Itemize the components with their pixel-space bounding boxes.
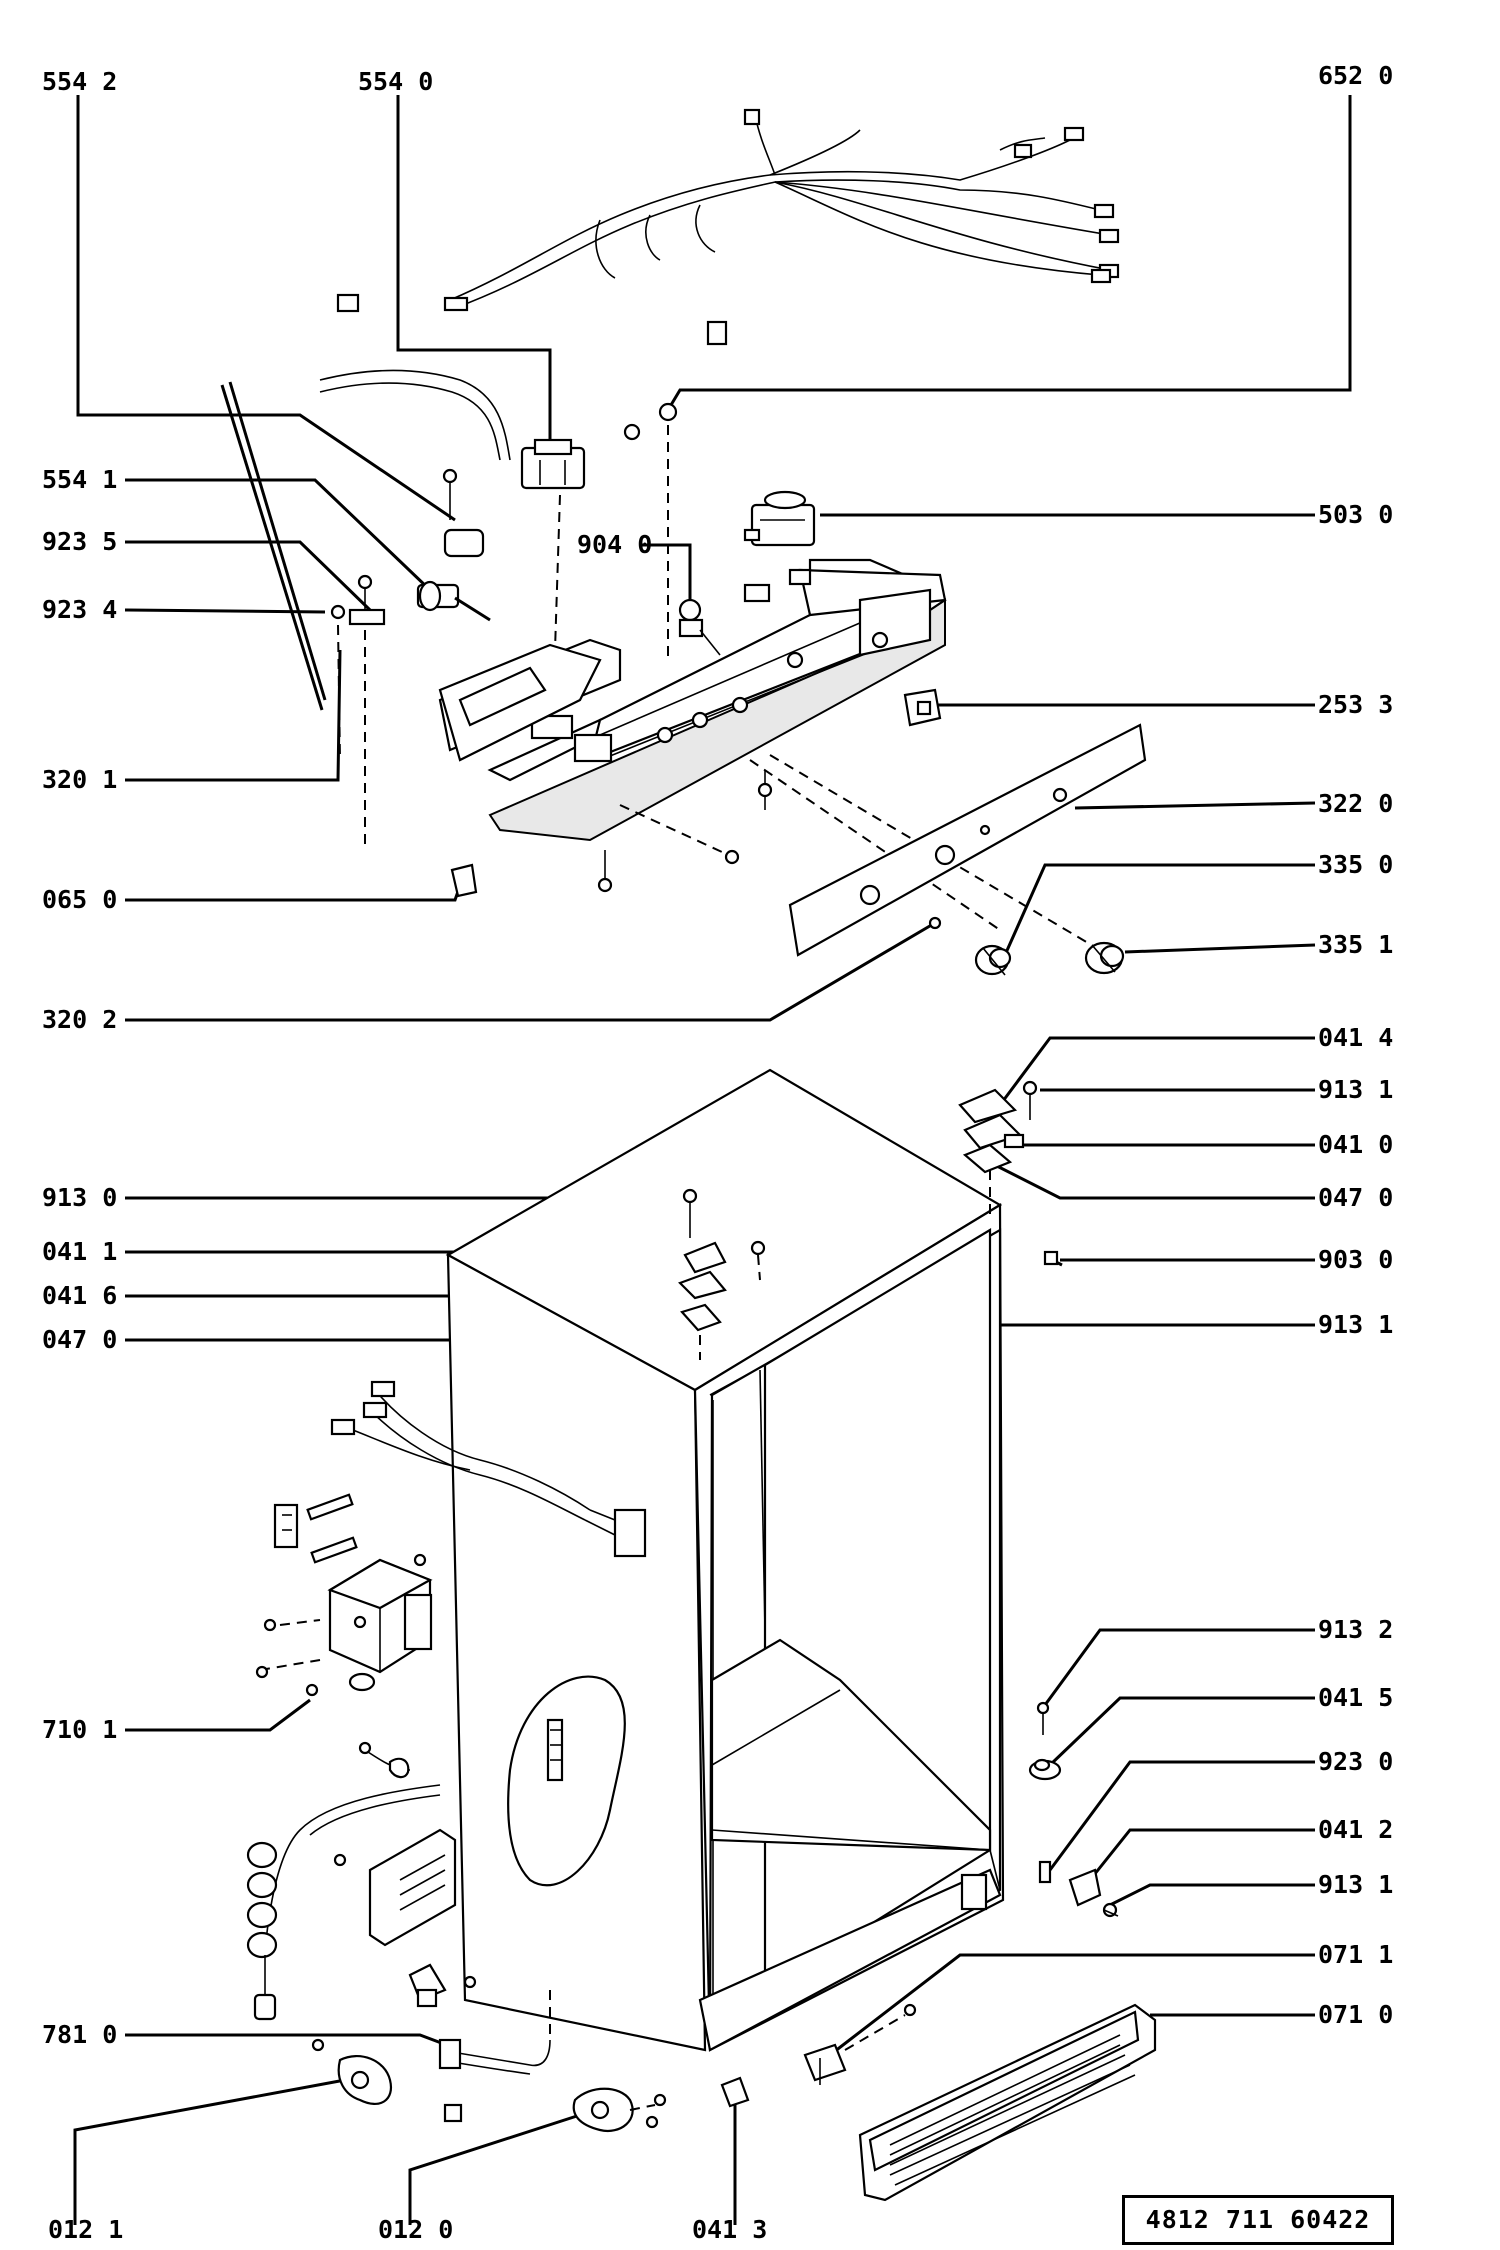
control-housing-assembly	[220, 108, 1147, 976]
cabinet-body	[445, 1068, 1005, 2052]
callout-913-0: 913 0	[42, 1183, 117, 1212]
callout-710-1: 710 1	[42, 1715, 117, 1744]
wiring-harness-652-0	[336, 108, 1120, 346]
callout-047-0-b: 047 0	[42, 1325, 117, 1354]
callout-041-4: 041 4	[1318, 1023, 1393, 1052]
callout-913-2: 913 2	[1318, 1615, 1393, 1644]
callout-071-1: 071 1	[1318, 1940, 1393, 1969]
callout-913-1-a: 913 1	[1318, 1075, 1393, 1104]
callout-652-0: 652 0	[1318, 61, 1393, 90]
lamp-holder-904-0	[678, 598, 721, 656]
screws-under-tray	[597, 770, 773, 893]
bracket-041-3	[720, 2076, 750, 2108]
screws-left	[330, 468, 458, 850]
inner-bracket	[438, 643, 602, 762]
bracket-253-3	[903, 688, 942, 727]
callout-554-0: 554 0	[358, 67, 433, 96]
callout-041-6: 041 6	[42, 1281, 117, 1310]
capillary-tube	[319, 369, 511, 461]
callout-065-0: 065 0	[42, 885, 117, 914]
right-lower-parts	[803, 1701, 1157, 2202]
kickplate-071-0	[858, 2003, 1157, 2202]
knob-335-0	[974, 944, 1012, 976]
knob-335-1	[1084, 941, 1125, 975]
callout-781-0: 781 0	[42, 2020, 117, 2049]
faceplate-322-0	[788, 723, 1147, 957]
callout-335-1: 335 1	[1318, 930, 1393, 959]
callout-320-1: 320 1	[42, 765, 117, 794]
capacitor-box	[333, 1828, 457, 1947]
callout-labels: 554 2 554 0 652 0 554 1 923 5 923 4 904 …	[42, 61, 1393, 2244]
callout-903-0: 903 0	[1318, 1245, 1393, 1274]
relay-012-0	[572, 2087, 667, 2133]
callout-012-1: 012 1	[48, 2215, 123, 2244]
thermostat-554-0	[520, 438, 586, 490]
screw-320-2	[928, 916, 942, 930]
callout-047-0-a: 047 0	[1318, 1183, 1393, 1212]
callout-041-0: 041 0	[1318, 1130, 1393, 1159]
callout-923-4: 923 4	[42, 595, 117, 624]
electrical-components	[246, 1380, 750, 2133]
clip-065-0	[450, 863, 478, 898]
callout-913-1-c: 913 1	[1318, 1870, 1393, 1899]
callout-554-2: 554 2	[42, 67, 117, 96]
callout-320-2: 320 2	[42, 1005, 117, 1034]
hinge-parts-top	[678, 1080, 1063, 1360]
callout-335-0: 335 0	[1318, 850, 1393, 879]
callout-012-0: 012 0	[378, 2215, 453, 2244]
starter-relay-710	[327, 1558, 433, 1692]
callout-041-2: 041 2	[1318, 1815, 1393, 1844]
callout-253-3: 253 3	[1318, 690, 1393, 719]
callout-041-3: 041 3	[692, 2215, 767, 2244]
callout-322-0: 322 0	[1318, 789, 1393, 818]
callout-554-1: 554 1	[42, 465, 117, 494]
callout-503-0: 503 0	[1318, 500, 1393, 529]
screw-652	[623, 402, 678, 441]
defrost-timer-503-0	[743, 490, 816, 547]
callout-041-5: 041 5	[1318, 1683, 1393, 1712]
temperature-knob-shaft	[416, 528, 491, 622]
document-number: 4812 711 60422	[1122, 2195, 1394, 2245]
callout-041-1: 041 1	[42, 1237, 117, 1266]
callout-923-5: 923 5	[42, 527, 117, 556]
overload-012-1	[311, 2038, 393, 2106]
callout-923-0: 923 0	[1318, 1747, 1393, 1776]
callout-904-0: 904 0	[577, 530, 652, 559]
callout-913-1-b: 913 1	[1318, 1310, 1393, 1339]
callout-071-0: 071 0	[1318, 2000, 1393, 2029]
